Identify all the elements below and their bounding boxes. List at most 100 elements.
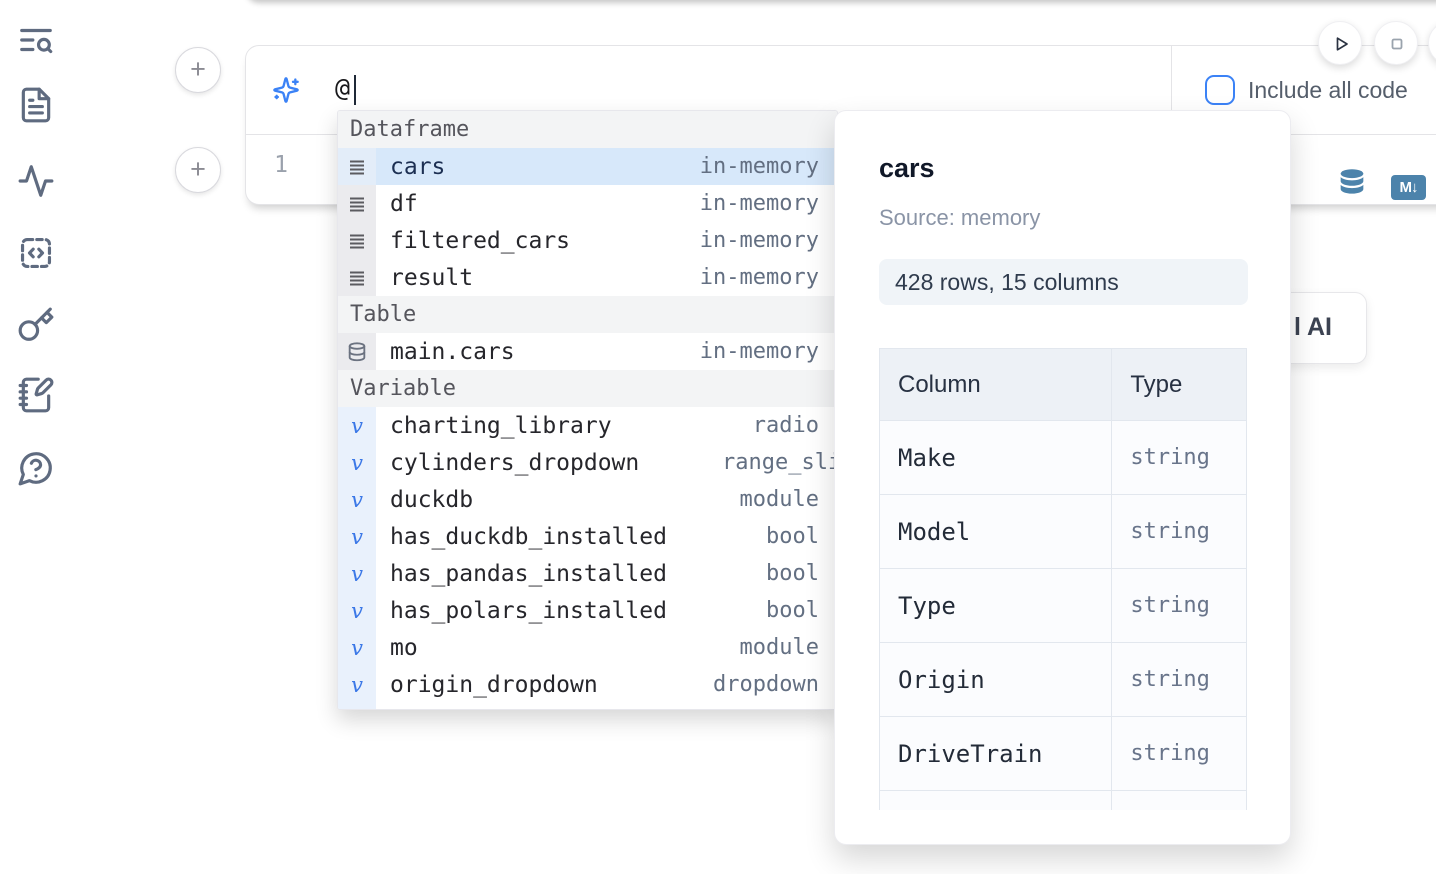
item-type: module	[740, 487, 819, 512]
autocomplete-item[interactable]: main.cars in-memory	[338, 333, 837, 370]
item-name: duckdb	[390, 487, 473, 513]
item-name: filtered_cars	[390, 228, 570, 254]
item-type: bool	[766, 598, 819, 623]
autocomplete-item[interactable]: v cylinders_dropdown range_slider	[338, 444, 837, 481]
autocomplete-item[interactable]: v duckdb module	[338, 481, 837, 518]
column-name-cell	[880, 791, 1112, 811]
item-name: origin_dropdown	[390, 672, 598, 698]
item-gutter: v	[338, 666, 376, 703]
item-type: in-memory	[700, 228, 819, 253]
autocomplete-item[interactable]: vhas_pandas_installedbool	[338, 555, 837, 592]
autocomplete-item[interactable]: v mo module	[338, 629, 837, 666]
item-name: cars	[390, 154, 445, 180]
notebook-pen-icon[interactable]	[17, 376, 55, 414]
autocomplete-item[interactable]: carsin-memory	[338, 148, 837, 185]
run-cell-button[interactable]	[1318, 21, 1362, 65]
column-type-cell: string	[1112, 495, 1247, 569]
column-name-cell: Type	[880, 569, 1112, 643]
column-type-cell: string	[1112, 421, 1247, 495]
item-name: pandas	[390, 709, 473, 711]
table-database-icon	[346, 341, 368, 363]
help-chat-icon[interactable]	[17, 449, 55, 487]
autocomplete-item[interactable]: v has_polars_installed bool	[338, 592, 837, 629]
variable-icon: v	[351, 710, 363, 711]
item-gutter: v	[338, 518, 376, 555]
item-type: range_slider	[722, 450, 838, 475]
autocomplete-section-header: Dataframe	[338, 111, 837, 148]
item-gutter: v	[338, 592, 376, 629]
item-gutter	[338, 148, 376, 185]
item-name: mo	[390, 635, 418, 661]
variable-icon: v	[351, 562, 363, 586]
activity-icon[interactable]	[17, 162, 55, 200]
item-name: df	[390, 191, 418, 217]
column-type-cell: string	[1112, 569, 1247, 643]
ai-prompt-input[interactable]: @	[335, 73, 350, 102]
item-type: radio	[753, 413, 819, 438]
file-document-icon[interactable]	[17, 86, 55, 124]
text-search-icon[interactable]	[17, 21, 55, 59]
schema-row: Typestring	[880, 569, 1247, 643]
item-type: dropdown	[713, 672, 819, 697]
item-type: in-memory	[700, 265, 819, 290]
variable-icon: v	[351, 636, 363, 660]
item-gutter	[338, 185, 376, 222]
variable-icon: v	[351, 599, 363, 623]
autocomplete-section-header: Table	[338, 296, 837, 333]
generate-with-ai-label: l AI	[1294, 313, 1332, 342]
item-type: module	[740, 635, 819, 660]
column-name-cell: Model	[880, 495, 1112, 569]
stop-icon	[1385, 32, 1409, 56]
autocomplete-item[interactable]: df in-memory	[338, 185, 837, 222]
item-type: in-memory	[700, 191, 819, 216]
autocomplete-item[interactable]: v origin_dropdown dropdown	[338, 666, 837, 703]
markdown-convert-icon[interactable]: M↓	[1391, 175, 1426, 200]
preview-source: Source: memory	[879, 205, 1040, 231]
key-icon[interactable]	[17, 306, 55, 344]
item-type: in-memory	[700, 339, 819, 364]
autocomplete-item[interactable]: vcharting_libraryradio	[338, 407, 837, 444]
include-all-code-label: Include all code	[1248, 77, 1408, 104]
column-type-cell: string	[1112, 643, 1247, 717]
column-type-cell: string	[1112, 717, 1247, 791]
item-gutter: v	[338, 703, 376, 710]
add-cell-below-button[interactable]: +	[175, 147, 221, 193]
autocomplete-item[interactable]: resultin-memory	[338, 259, 837, 296]
add-cell-above-button[interactable]: +	[175, 47, 221, 93]
datasource-icon[interactable]	[1336, 167, 1368, 201]
dataframe-icon	[346, 230, 368, 252]
dataframe-icon	[346, 156, 368, 178]
column-name-cell: Origin	[880, 643, 1112, 717]
schema-row: Modelstring	[880, 495, 1247, 569]
item-gutter: v	[338, 444, 376, 481]
include-all-code-checkbox[interactable]	[1205, 75, 1235, 105]
variable-icon: v	[351, 488, 363, 512]
autocomplete-item[interactable]: vhas_duckdb_installedbool	[338, 518, 837, 555]
schema-table: ColumnTypeMakestringModelstringTypestrin…	[879, 348, 1247, 810]
column-type-cell	[1112, 791, 1247, 811]
variable-icon: v	[351, 451, 363, 475]
play-icon	[1329, 32, 1353, 56]
column-name-cell: DriveTrain	[880, 717, 1112, 791]
item-name: cylinders_dropdown	[390, 450, 639, 476]
dataframe-preview-panel: cars Source: memory 428 rows, 15 columns…	[834, 110, 1291, 845]
variable-icon: v	[351, 525, 363, 549]
autocomplete-item[interactable]: v pandas module	[338, 703, 837, 710]
item-type: module	[740, 709, 819, 710]
preview-shape-badge: 428 rows, 15 columns	[879, 259, 1248, 305]
item-name: has_duckdb_installed	[390, 524, 667, 550]
line-number: 1	[264, 152, 298, 178]
item-gutter	[338, 259, 376, 296]
schema-row	[880, 791, 1247, 811]
code-snippet-icon[interactable]	[17, 234, 55, 272]
item-name: has_polars_installed	[390, 598, 667, 624]
autocomplete-item[interactable]: filtered_cars in-memory	[338, 222, 837, 259]
stop-kernel-button[interactable]	[1374, 21, 1418, 65]
item-name: has_pandas_installed	[390, 561, 667, 587]
item-gutter: v	[338, 629, 376, 666]
item-gutter: v	[338, 481, 376, 518]
item-name: main.cars	[390, 339, 515, 365]
dataframe-icon	[346, 267, 368, 289]
schema-table-wrapper: ColumnTypeMakestringModelstringTypestrin…	[879, 348, 1248, 810]
